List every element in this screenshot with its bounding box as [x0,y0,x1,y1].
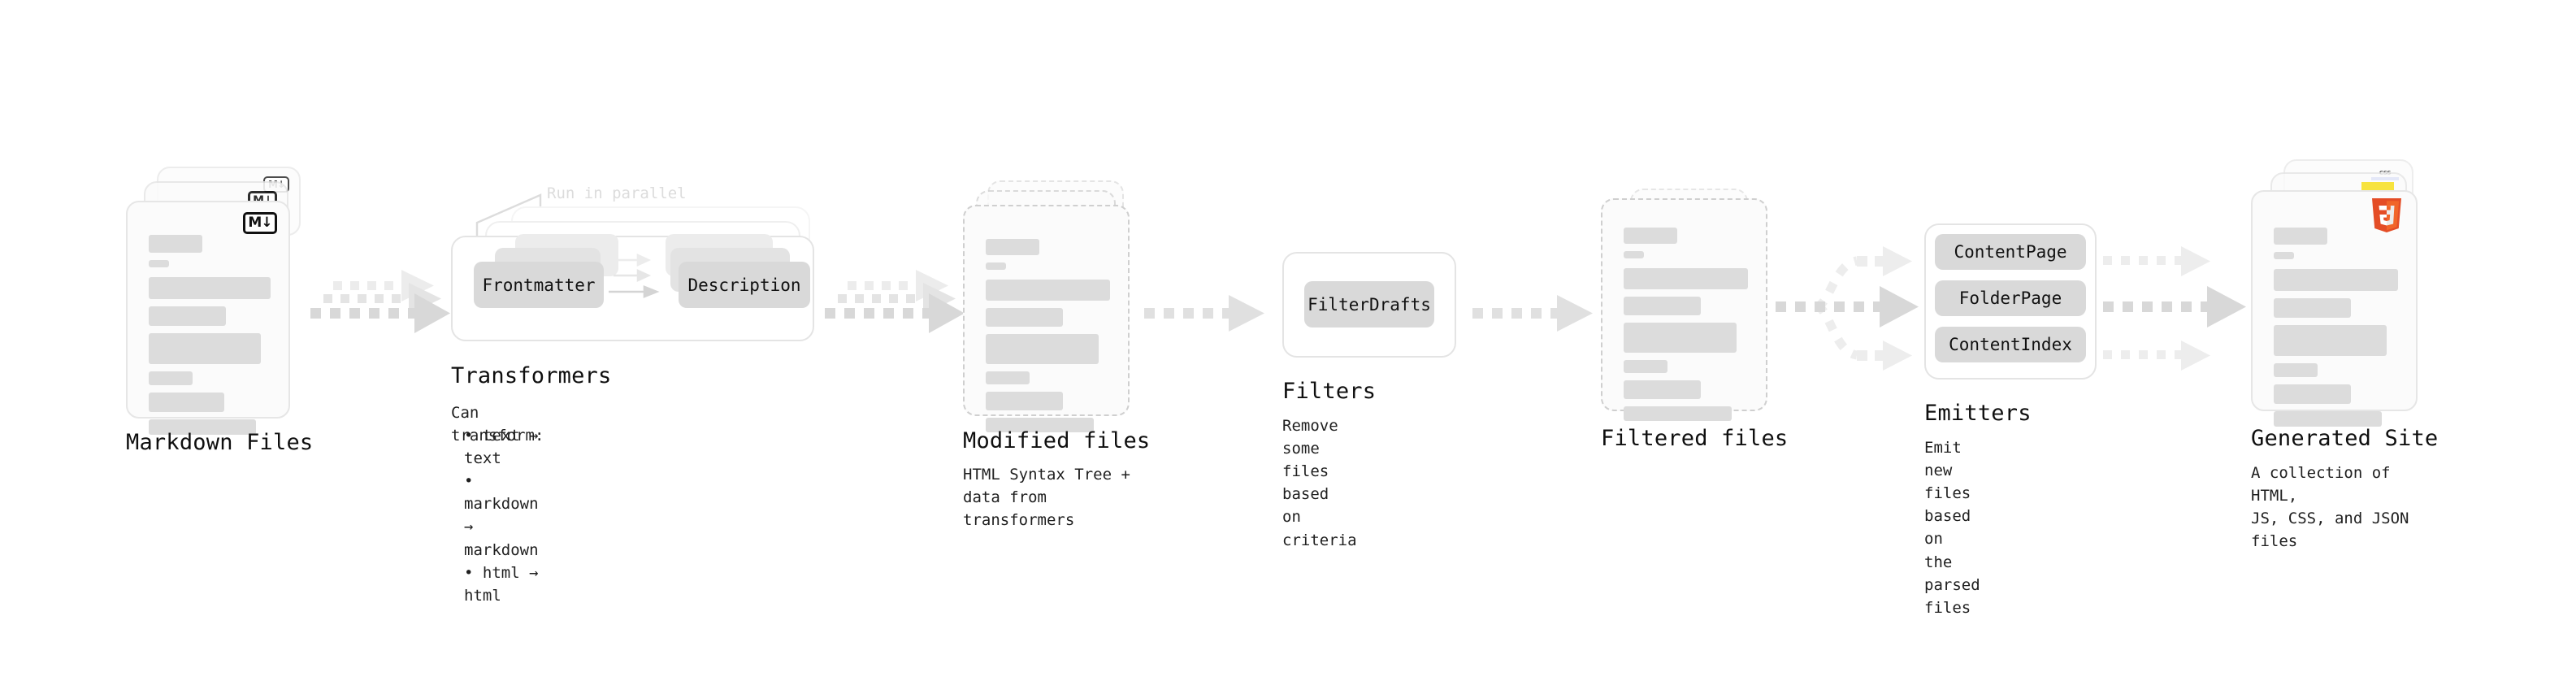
transformers-bullet-0: • text → text [464,427,539,468]
transformers-caption: Can transform: [451,404,544,445]
connector-modified-to-filters [1144,295,1264,332]
emitters-caption: Emit new files based on the parsed files [1924,439,1980,617]
filter-chip-filterdrafts-label: FilterDrafts [1308,294,1431,314]
emitter-chip-folderpage-label: FolderPage [1958,288,2062,308]
transformer-chip-frontmatter[interactable]: Frontmatter [474,262,604,308]
transformers-bullet-1: • markdown → markdown [464,472,539,559]
connector-markdown-to-transformers [310,270,450,333]
modified-card-stack [963,180,1138,432]
stage-generated-site: CSS JS HTML [2251,159,2438,550]
html5-shield-glyph [2372,198,2401,232]
connector-transformers-to-modified [825,270,965,333]
markdown-icon: M↓ [243,212,277,234]
generated-card-front: HTML [2251,190,2418,427]
modified-caption: HTML Syntax Tree + data from transformer… [963,466,1130,530]
emitter-chip-contentindex-label: ContentIndex [1949,335,2072,354]
filtered-title: Filtered files [1601,426,1789,451]
generated-title: Generated Site [2251,426,2439,451]
transformers-bullets: • text → text • markdown → markdown • ht… [451,424,539,607]
markdown-card-stack: M↓ M↓ M↓ [126,167,301,435]
modified-skeleton-lines [986,239,1110,440]
transformer-chip-description-label: Description [687,275,801,295]
stage-filtered-files: Filtered files [1601,189,1788,451]
emitter-chip-contentindex[interactable]: ContentIndex [1935,327,2086,362]
generated-card-stack: CSS JS HTML [2251,159,2430,427]
html5-icon: HTML [2369,198,2405,241]
run-in-parallel-label: Run in parallel [547,184,687,202]
filtered-card-front [1601,198,1767,421]
emitter-chip-contentpage-label: ContentPage [1954,242,2067,262]
markdown-title: Markdown Files [126,430,314,455]
run-in-parallel-bracket [475,193,542,244]
connector-emitters-to-generated [2103,246,2246,371]
emitter-chip-contentpage[interactable]: ContentPage [1935,234,2086,270]
stage-markdown-files: M↓ M↓ M↓ [126,167,313,455]
filtered-skeleton-lines [1624,228,1748,428]
transformer-chip-frontmatter-label: Frontmatter [482,275,596,295]
filter-chip-filterdrafts[interactable]: FilterDrafts [1304,281,1434,327]
generated-caption: A collection of HTML, JS, CSS, and JSON … [2251,464,2409,551]
transformers-inner-arrows [609,253,660,298]
transformers-bullet-2: • html → html [464,563,539,605]
emitter-chip-folderpage[interactable]: FolderPage [1935,280,2086,316]
modified-card-front [963,205,1130,432]
markdown-skeleton-lines [149,235,271,442]
generated-skeleton-lines [2274,228,2398,434]
filters-caption: Remove some files based on criteria [1282,417,1357,549]
connector-filters-to-filtered [1472,295,1593,332]
filtered-card-stack [1601,189,1776,424]
filters-title: Filters [1282,379,1377,404]
transformers-title: Transformers [451,363,612,388]
stage-modified-files: Modified files HTML Syntax Tree + data f… [963,180,1150,529]
modified-title: Modified files [963,428,1151,453]
markdown-card-front: M↓ [126,201,290,435]
transformer-chip-description[interactable]: Description [679,262,810,308]
emitters-title: Emitters [1924,401,2032,426]
